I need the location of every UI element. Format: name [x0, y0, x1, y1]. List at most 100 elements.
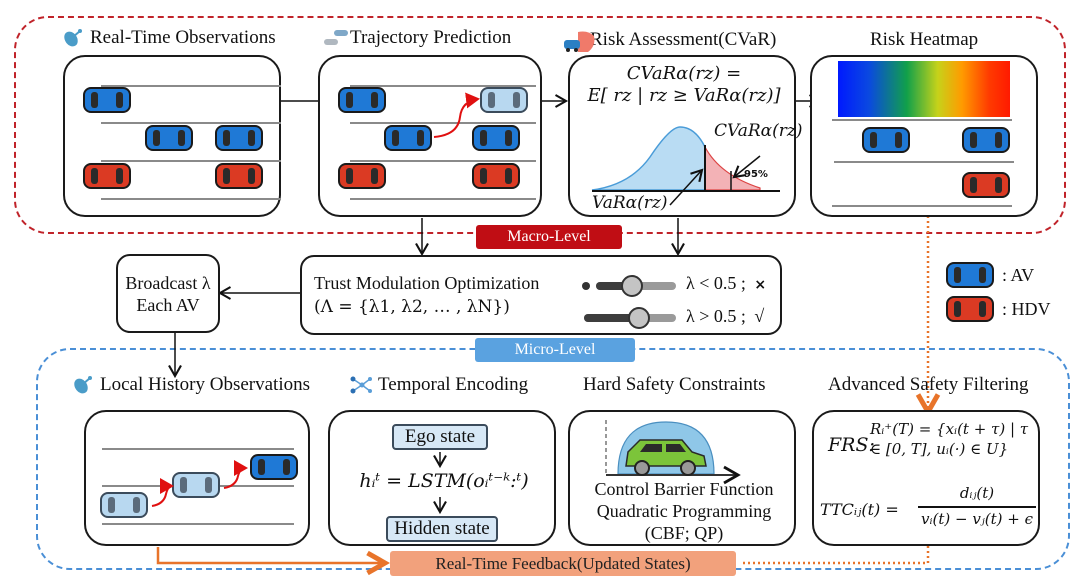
- panel-local-history: [84, 410, 310, 546]
- qp-line2: Quadratic Programming: [596, 501, 772, 521]
- title-real-time-observations: Real-Time Observations: [62, 27, 276, 49]
- hdv-car: [472, 163, 520, 189]
- cbf-qp-line3: (CBF; QP): [644, 523, 724, 543]
- cvar-label: CVaRα(rz): [714, 121, 803, 141]
- cars-icon: [324, 30, 348, 45]
- title-text: Risk Heatmap: [870, 29, 979, 50]
- lane-line: [834, 161, 1014, 163]
- var-label: VaRα(rz): [592, 193, 668, 213]
- lane-line: [350, 85, 536, 87]
- av-car: [338, 87, 386, 113]
- slider-high[interactable]: [584, 307, 684, 329]
- ttc-numerator: dᵢⱼ(t): [959, 484, 995, 502]
- slider-knob[interactable]: [621, 275, 643, 297]
- slider-fill: [596, 282, 632, 290]
- panel-hard-safety: Control Barrier Function Quadratic Progr…: [568, 410, 796, 546]
- cbf-line1: Control Barrier Function: [594, 479, 774, 499]
- history-car: [100, 492, 148, 518]
- frs-label: FRS:: [828, 434, 875, 456]
- cvar-distribution-plot: [591, 126, 780, 206]
- history-path-arrows: [151, 460, 248, 507]
- slider-knob[interactable]: [628, 307, 651, 329]
- broadcast-box: Broadcast λ Each AV: [116, 254, 220, 333]
- real-time-feedback-badge: Real-Time Feedback(Updated States): [390, 551, 736, 576]
- lane-line: [350, 198, 536, 200]
- ttc-lhs: TTCᵢⱼ(t) =: [820, 500, 899, 519]
- predicted-path-arrow: [433, 92, 480, 138]
- lane-line: [350, 160, 536, 162]
- lane-line: [101, 85, 281, 87]
- macro-level-badge: Macro-Level: [476, 225, 622, 249]
- satellite-dish-icon: [74, 376, 92, 394]
- lstm-formula: hᵢᵗ = LSTM(oᵢᵗ⁻ᵏ:ᵗ): [359, 470, 529, 492]
- panel-advanced-filtering: FRS: Rᵢ⁺(T) = {xᵢ(t + τ) | τ ∈ [0, T], u…: [812, 410, 1040, 546]
- distribution-body: [591, 126, 706, 191]
- title-local-history: Local History Observations: [72, 374, 310, 396]
- title-risk-assessment: Risk Assessment(CVaR): [562, 29, 777, 52]
- slider-low-label: λ < 0.5 ; ×: [686, 273, 767, 293]
- trust-lambda-set: (Λ = {λ1, λ2, … , λN}): [314, 297, 510, 317]
- cvar-formula-line1: CVaRα(rz) =: [626, 63, 742, 84]
- network-icon: [350, 376, 372, 394]
- trust-modulation-box: Trust Modulation Optimization (Λ = {λ1, …: [300, 255, 782, 335]
- hdv-car: [215, 163, 263, 189]
- hdv-car: [83, 163, 131, 189]
- history-car: [172, 472, 220, 498]
- panel-real-time-observations: [63, 55, 281, 217]
- broadcast-line1: Broadcast λ: [125, 272, 211, 293]
- trust-title: Trust Modulation Optimization: [314, 273, 540, 293]
- av-car: [962, 127, 1010, 153]
- title-text: Trajectory Prediction: [350, 27, 512, 48]
- title-trajectory-prediction: Trajectory Prediction: [322, 27, 511, 49]
- hdv-car: [962, 172, 1010, 198]
- panel-temporal-encoding: Ego state hᵢᵗ = LSTM(oᵢᵗ⁻ᵏ:ᵗ) Hidden sta…: [328, 410, 556, 546]
- ego-state-box: Ego state: [392, 424, 488, 450]
- lane-line: [102, 523, 294, 525]
- lane-line: [350, 122, 536, 124]
- lane-line: [101, 160, 281, 162]
- satellite-dish-icon: [64, 29, 82, 47]
- legend-item-av: : AV: [946, 262, 1051, 288]
- title-text: Risk Assessment(CVaR): [590, 29, 777, 50]
- av-car: [472, 125, 520, 151]
- av-car: [145, 125, 193, 151]
- ttc-fraction-bar: [918, 506, 1036, 508]
- panel-trajectory-prediction: [318, 55, 542, 217]
- risk-heatmap-gradient: [838, 61, 1010, 117]
- micro-level-badge: Micro-Level: [475, 338, 635, 362]
- av-car: [215, 125, 263, 151]
- lane-line: [101, 122, 281, 124]
- hidden-state-box: Hidden state: [386, 516, 498, 542]
- av-car: [384, 125, 432, 151]
- lane-line: [832, 205, 1012, 207]
- frs-line2: ∈ [0, T], uᵢ(·) ∈ U}: [870, 440, 1009, 458]
- lane-line: [101, 198, 281, 200]
- av-car: [250, 454, 298, 480]
- av-car-icon: [946, 262, 994, 288]
- cvar-formula-line2: E[ rz | rz ≥ VaRα(rz)]: [587, 85, 781, 106]
- risk-map-icon: [564, 31, 595, 52]
- lane-line: [832, 119, 1012, 121]
- frs-line1: Rᵢ⁺(T) = {xᵢ(t + τ) | τ: [870, 420, 1029, 438]
- slider-low[interactable]: [582, 275, 682, 297]
- title-temporal-encoding: Temporal Encoding: [350, 374, 528, 396]
- panel-risk-heatmap: [810, 55, 1038, 217]
- percent-label: 95%: [744, 169, 768, 180]
- title-text: Real-Time Observations: [90, 27, 276, 48]
- legend-item-hdv: : HDV: [946, 296, 1051, 322]
- slider-fill: [584, 314, 640, 322]
- title-risk-heatmap: Risk Heatmap: [870, 29, 978, 51]
- dotted-filter-to-feedback: [740, 546, 930, 565]
- predicted-car: [480, 87, 528, 113]
- title-hard-safety: Hard Safety Constraints: [583, 374, 766, 395]
- av-car: [862, 127, 910, 153]
- av-car: [83, 87, 131, 113]
- legend: : AV : HDV: [946, 262, 1051, 322]
- broadcast-line2: Each AV: [136, 294, 200, 315]
- hdv-car-icon: [946, 296, 994, 322]
- feedback-arrow: [156, 547, 385, 563]
- panel-risk-assessment: CVaRα(rz) = E[ rz | rz ≥ VaRα(rz)] CVaRα…: [568, 55, 803, 217]
- ttc-denominator: vᵢ(t) − vⱼ(t) + ϵ: [920, 510, 1033, 528]
- hdv-car: [338, 163, 386, 189]
- lane-line: [102, 448, 294, 450]
